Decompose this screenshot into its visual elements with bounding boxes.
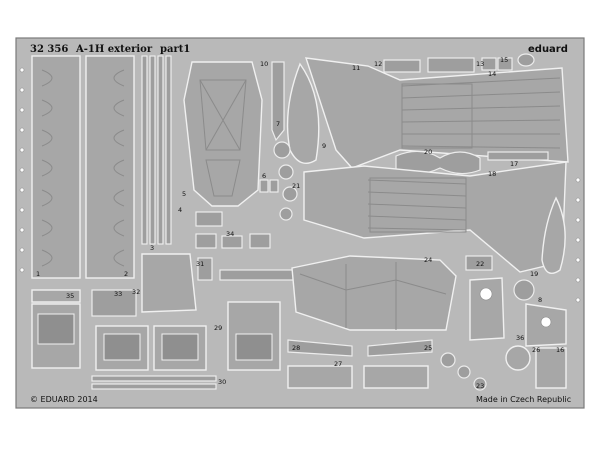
part-number: 28: [292, 344, 300, 352]
sprue-holes: [19, 67, 581, 303]
part-2-strip: [85, 55, 135, 279]
part-number: 29: [214, 324, 222, 332]
part-30a: [91, 375, 217, 382]
part-number: 1: [36, 270, 40, 278]
part-number: 15: [500, 56, 508, 64]
part-number: 32: [132, 288, 140, 296]
part-number: 11: [352, 64, 360, 72]
fret-title: A-1H exterior: [75, 44, 153, 55]
part-18-panel: [303, 161, 567, 273]
part-16: [535, 347, 567, 389]
part-number: 34: [226, 230, 234, 238]
part-6a: [259, 179, 269, 193]
part-number: 9: [322, 142, 326, 150]
part-31: [197, 257, 213, 281]
part-23-hole: [479, 287, 493, 301]
part-25: [367, 339, 433, 357]
part-number: 19: [530, 270, 538, 278]
part-number: 22: [476, 260, 484, 268]
part-number: 8: [538, 296, 542, 304]
origin-text: Made in Czech Republic: [476, 395, 571, 404]
part-35-frame: [31, 289, 81, 369]
part-number: 3: [150, 244, 154, 252]
part-12: [383, 59, 421, 73]
part-number: 13: [476, 60, 484, 68]
part-23-panel: [469, 277, 505, 341]
part-number: 31: [196, 260, 204, 268]
part-3-rods: [141, 55, 172, 245]
part-number: 26: [532, 346, 540, 354]
part-6b: [269, 179, 279, 193]
part-29-panels: [95, 301, 281, 371]
part-22: [465, 255, 493, 271]
part-13: [427, 57, 475, 73]
part-19: [541, 196, 566, 274]
part-number: 17: [510, 160, 518, 168]
part-36: [505, 345, 531, 371]
part-27a: [287, 365, 353, 389]
part-number: 5: [182, 190, 186, 198]
part-number: 25: [424, 344, 432, 352]
part-30b: [91, 383, 217, 390]
part-number: 23: [476, 382, 484, 390]
part-15: [497, 57, 513, 71]
part-23-chain: [440, 352, 487, 391]
part-number: 12: [374, 60, 382, 68]
part-number: 10: [260, 60, 268, 68]
part-number: 18: [488, 170, 496, 178]
part-number: 21: [292, 182, 300, 190]
part-9: [286, 62, 320, 164]
part-number-labels: 1 2 3 4 5 6 7 8 9 10 11 12 13 14 15 16 1…: [36, 56, 564, 390]
part-27b: [363, 365, 429, 389]
part-17-right: [487, 151, 549, 161]
part-number: 7: [276, 120, 280, 128]
part-number: 2: [124, 270, 128, 278]
part-26-hole: [540, 316, 552, 328]
part-number: 14: [488, 70, 496, 78]
part-7: [271, 61, 285, 142]
part-34-chain: [195, 233, 271, 249]
part-33: [91, 289, 137, 317]
part-number: 20: [424, 148, 432, 156]
part-number: 35: [66, 292, 74, 300]
fret-code: 32 356: [30, 44, 68, 55]
part-32: [141, 253, 197, 313]
copyright-text: © EDUARD 2014: [30, 395, 98, 404]
part-number: 27: [334, 360, 342, 368]
part-number: 33: [114, 290, 122, 298]
part-number: 30: [218, 378, 226, 386]
part-21-chain: [273, 141, 298, 221]
part-5-panel: [183, 61, 263, 207]
part-8: [513, 279, 535, 301]
part-4: [195, 211, 223, 227]
part-24-panel: [291, 255, 457, 331]
part-number: 4: [178, 206, 182, 214]
part-17-center: [219, 269, 299, 281]
eduard-brand: eduard: [528, 44, 568, 55]
part-number: 24: [424, 256, 432, 264]
part-1-strip: [31, 55, 81, 279]
part-10-top: [517, 53, 535, 67]
part-14: [481, 57, 497, 71]
part-number: 16: [556, 346, 564, 354]
part-number: 6: [262, 172, 266, 180]
part-number: 36: [516, 334, 524, 342]
part-11-panel: [304, 57, 569, 169]
part-28a: [287, 339, 353, 357]
fret-part-label: part1: [160, 44, 190, 55]
